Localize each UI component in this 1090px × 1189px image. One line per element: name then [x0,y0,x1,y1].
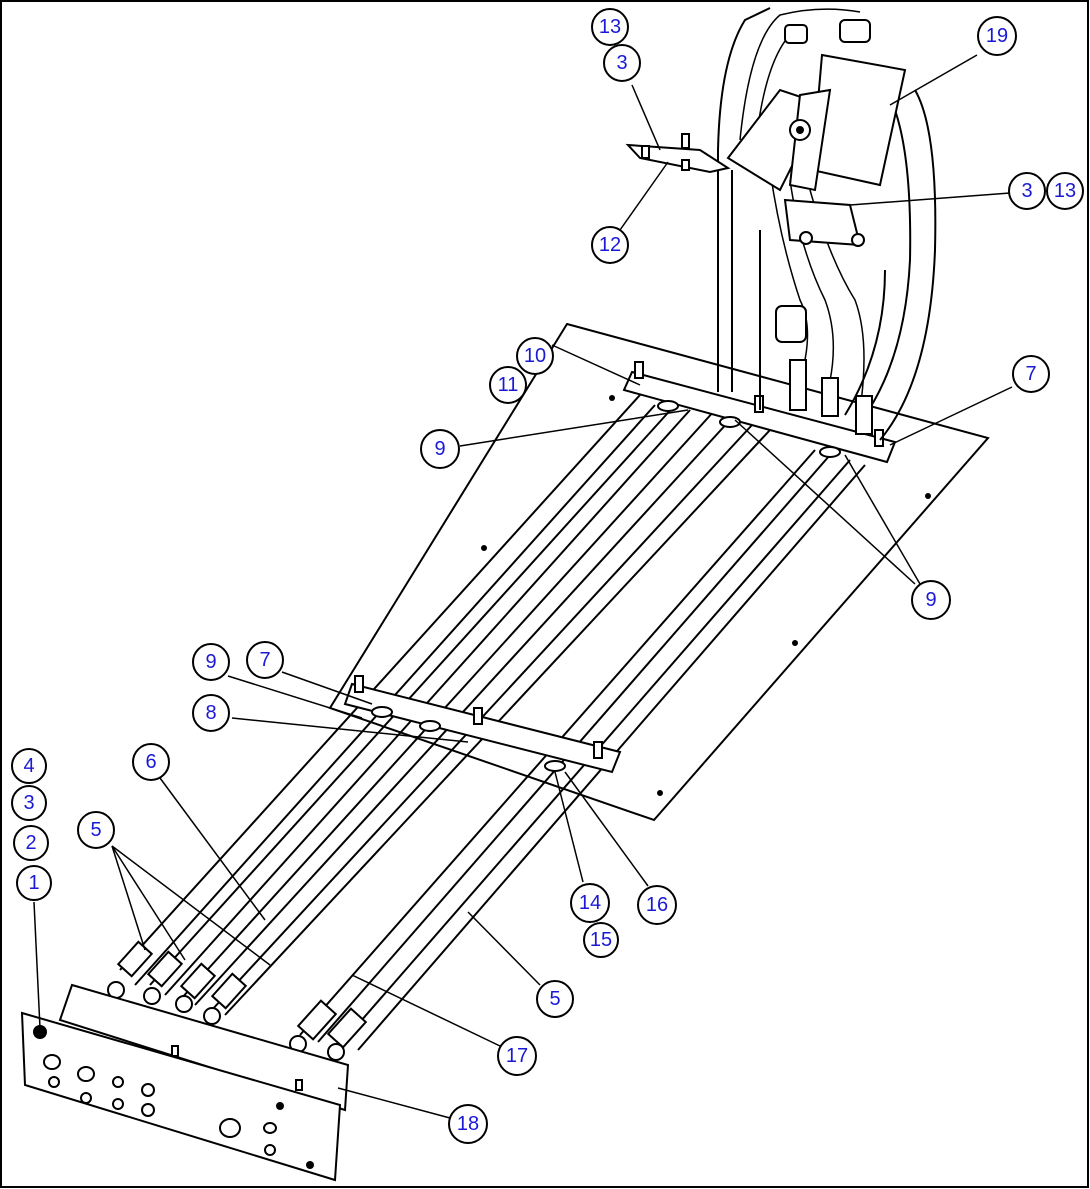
callout-label: 13 [1054,180,1076,202]
callout-label: 16 [646,894,668,916]
callout-label: 3 [1021,180,1032,202]
top-bracket [625,143,731,174]
callout-label: 4 [23,755,34,777]
stud [681,159,690,171]
callout-label: 7 [259,649,270,671]
plate-bolt [925,493,931,499]
clamp [544,760,566,772]
clamp [819,446,841,458]
callout-9-upper-left: 9 [420,429,460,469]
callout-label: 18 [457,1113,479,1135]
callout-19: 19 [977,16,1017,56]
front-panel [20,983,350,1182]
plate-bolt [792,640,798,646]
callout-13-right: 13 [1046,172,1084,210]
hose-fittings [107,940,368,1061]
clamp [657,400,679,412]
callout-label: 13 [599,16,621,38]
callout-label: 12 [599,234,621,256]
callout-13-top-left: 13 [591,8,629,46]
clamp [719,416,741,428]
callout-5-left: 5 [77,811,115,849]
callout-label: 11 [498,374,519,396]
callout-7-upper: 7 [1012,355,1050,393]
callout-label: 14 [579,892,601,914]
stud [473,707,483,725]
stud [641,145,650,159]
callout-11: 11 [489,366,527,404]
plate-bolt [481,545,487,551]
stud [634,361,644,379]
callout-4: 4 [11,748,47,784]
callout-9-upper-right: 9 [911,580,951,620]
callout-label: 5 [549,988,560,1010]
callout-label: 2 [25,832,36,854]
callout-label: 15 [590,929,612,951]
callout-14: 14 [570,883,610,923]
callout-label: 19 [986,25,1008,47]
plate-bolt [609,395,615,401]
callout-label: 1 [28,872,39,894]
lower-clamp-bar [343,682,622,774]
callout-2: 2 [13,825,49,861]
callout-15: 15 [583,922,619,958]
control-valve-tower [717,7,937,441]
upper-clamp-bar [622,370,897,464]
callout-9-lower: 9 [192,643,230,681]
callout-label: 9 [925,589,936,611]
callout-label: 3 [616,52,627,74]
callout-label: 9 [434,438,445,460]
callout-17: 17 [497,1036,537,1076]
callout-5-right: 5 [536,980,574,1018]
callout-3-left: 3 [11,785,47,821]
callout-label: 7 [1025,363,1036,385]
callout-7-lower: 7 [246,641,284,679]
callout-12: 12 [591,226,629,264]
leader-lines [33,54,1013,1119]
callout-label: 9 [205,651,216,673]
clamp [371,706,393,718]
callout-3-top-left: 3 [603,44,641,82]
callout-16: 16 [637,885,677,925]
callout-label: 6 [145,751,156,773]
stud [681,133,690,149]
callout-3-right: 3 [1008,172,1046,210]
stud [874,429,884,447]
callout-10: 10 [516,337,554,375]
callout-18: 18 [448,1104,488,1144]
callout-label: 17 [506,1045,528,1067]
callout-label: 5 [90,819,101,841]
callout-1: 1 [16,865,52,901]
callout-6: 6 [132,743,170,781]
stud [354,675,364,693]
callout-label: 3 [23,792,34,814]
plate-bolt [657,790,663,796]
callout-label: 10 [524,345,546,367]
callout-label: 8 [205,702,216,724]
callout-8: 8 [192,694,230,732]
clamp [419,720,441,732]
stud [593,741,603,759]
